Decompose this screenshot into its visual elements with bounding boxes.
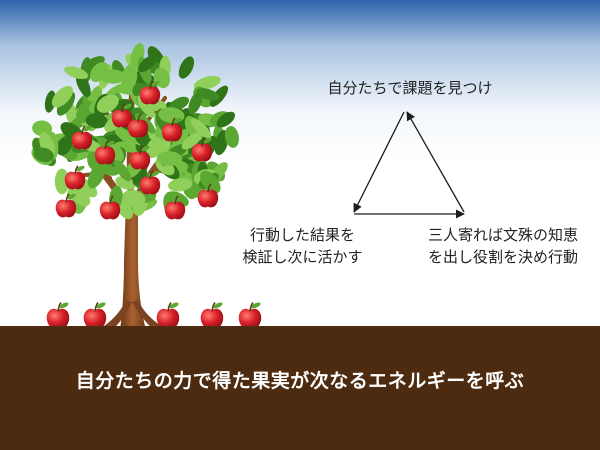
leaf [168, 96, 190, 112]
leaf [44, 90, 56, 113]
leaf [156, 151, 183, 166]
leaf [214, 130, 229, 156]
apple-icon [129, 145, 151, 170]
leaf [54, 168, 70, 195]
apple-icon [161, 117, 183, 142]
leaf [87, 163, 106, 189]
leaf [96, 94, 119, 113]
leaf [216, 111, 236, 128]
leaf [51, 85, 73, 108]
label-find-issues: 自分たちで課題を見つけ [327, 79, 493, 97]
leaf [120, 64, 138, 92]
leaf [114, 160, 131, 182]
apple-icon [139, 80, 161, 105]
apple-icon [64, 165, 86, 190]
leaf [81, 56, 105, 73]
ground [0, 326, 600, 450]
leaf [224, 126, 239, 148]
tree-apples [55, 80, 219, 220]
tree-trunk [120, 200, 146, 330]
leaf [168, 178, 193, 192]
apple-icon [139, 170, 161, 195]
leaf [138, 54, 157, 73]
leaf [114, 126, 137, 146]
apple-icon [191, 137, 213, 162]
apple-icon [46, 302, 70, 329]
apple-icon [156, 302, 180, 329]
leaf [178, 56, 195, 79]
label-teamwork-line2: を出し役割を決め行動 [427, 248, 578, 266]
leaf [122, 189, 146, 207]
tree-root-left [98, 300, 132, 332]
label-teamwork-line1: 三人寄れば文殊の知恵 [427, 226, 578, 244]
apple-icon [238, 302, 262, 329]
leaf [190, 118, 212, 139]
leaf [196, 88, 220, 101]
tree-root-right [132, 300, 168, 332]
leaf [193, 75, 221, 90]
bottom-caption: 自分たちの力で得た果実が次なるエネルギーを呼ぶ [75, 370, 525, 392]
apple-icon [71, 125, 93, 150]
leaf [181, 132, 202, 150]
leaf [64, 66, 89, 80]
apple-icon [83, 302, 107, 329]
arrow-right-to-top [406, 111, 465, 213]
leaf [99, 69, 126, 84]
leaf [33, 147, 54, 163]
leaf [200, 170, 221, 194]
apple-icon [127, 113, 149, 138]
apple-icon [55, 193, 77, 218]
label-verify-results: 行動した結果を 検証し次に活かす [215, 224, 390, 268]
leaf [32, 120, 53, 137]
apple-icon [200, 302, 224, 329]
apple-icon [164, 195, 186, 220]
label-verify-line1: 行動した結果を [249, 226, 355, 244]
leaf [56, 135, 73, 156]
apple-icon [197, 183, 219, 208]
apple-icon [111, 103, 133, 128]
apple-icon [94, 140, 116, 165]
arrow-top-to-left [353, 111, 405, 213]
label-teamwork: 三人寄れば文殊の知恵 を出し役割を決め行動 [408, 224, 598, 268]
leaf [188, 91, 203, 115]
label-verify-line2: 検証し次に活かす [242, 248, 363, 266]
apple-icon [99, 195, 121, 220]
ground-apples [46, 302, 262, 329]
